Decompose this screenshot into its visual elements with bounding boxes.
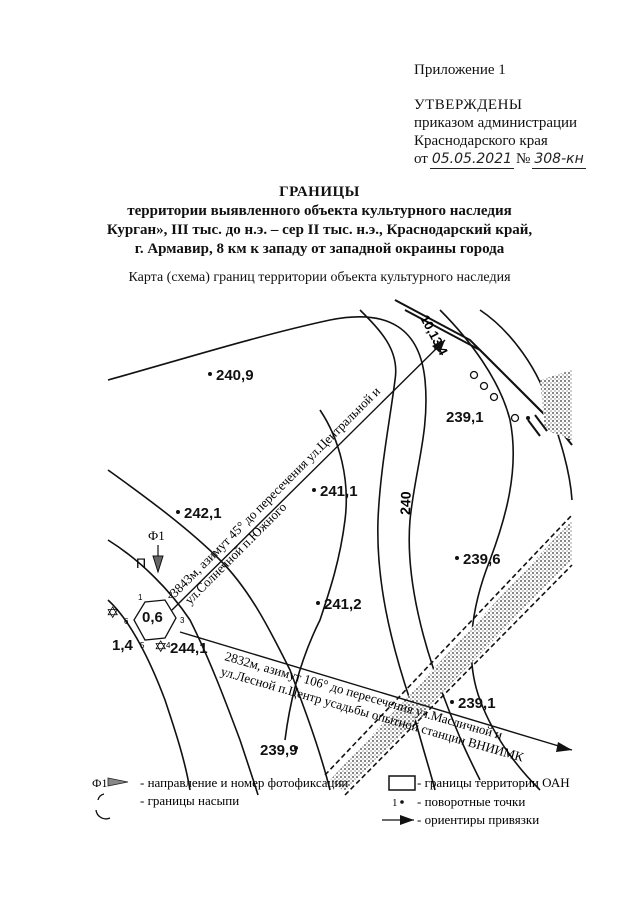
elevation-label: 239,6 [463, 551, 501, 568]
legend-reference-text: - ориентиры привязки [417, 812, 539, 827]
map-caption: Карта (схема) границ территории объекта … [128, 270, 511, 285]
elevation-label: 242,1 [184, 505, 222, 522]
legend-photo-text: - направление и номер фотофиксации [140, 775, 348, 790]
embankment-icon [95, 793, 111, 820]
point-label: 3 [180, 616, 185, 625]
contour-line [107, 469, 331, 791]
elevation-label: 240,9 [216, 367, 254, 384]
road-upper [394, 299, 573, 446]
order-number: 308-кн [532, 151, 586, 169]
point-label: 5 [140, 641, 145, 650]
photo-label: Ф1 [148, 528, 165, 543]
p-label: П [136, 555, 146, 571]
contour-line [107, 539, 259, 796]
legend-point-label: 1 [392, 797, 398, 809]
contour-line [107, 599, 191, 791]
photo-direction-icon [107, 777, 129, 787]
legend: Ф1 - направление и номер фотофиксации - … [92, 775, 570, 827]
turning-point-icon [400, 800, 404, 804]
date-prefix: от [414, 151, 428, 167]
legend-turning-text: - поворотные точки [417, 794, 525, 809]
elevation-label: 239,1 [446, 409, 484, 426]
reference-lines [171, 339, 573, 752]
elevation-label: 239,9 [260, 742, 298, 759]
star-icon: ✡ [106, 605, 119, 622]
elevation-label: 241,2 [324, 596, 362, 613]
road-lower [324, 514, 573, 796]
oan-boundary-icon [388, 775, 416, 791]
approval-line-1: приказом администрации [414, 115, 578, 131]
order-line: от 05.05.2021 № 308-кн [414, 150, 586, 169]
elevation-label: 241,1 [320, 483, 358, 500]
point-label: 2 [168, 591, 173, 600]
approved-heading: УТВЕРЖДЕНЫ [414, 97, 523, 113]
document-title: ГРАНИЦЫ территории выявленного объекта к… [0, 183, 639, 259]
point-label: 1 [138, 593, 143, 602]
contour-line [107, 316, 481, 781]
star-icon: ✡ [154, 639, 167, 656]
title-line-3: г. Армавир, 8 км к западу от западной ок… [134, 241, 505, 257]
elevation-labels: 240,9 239,1 242,1 241,1 239,6 241,2 0,6 … [112, 367, 530, 759]
elevation-label: 244,1 [170, 640, 208, 657]
photo-marker: Ф1 П [136, 528, 165, 574]
contour-line [359, 309, 436, 791]
appendix-label: Приложение 1 [414, 62, 506, 78]
elevation-label: 1,4 [112, 637, 134, 654]
contour-label: 240 [397, 491, 414, 515]
reference-arrow-icon [400, 815, 414, 825]
order-date: 05.05.2021 [429, 151, 515, 169]
legend-photo-label: Ф1 [92, 776, 107, 790]
legend-oan-text: - границы территории ОАН [417, 775, 570, 790]
contour-lines [107, 309, 573, 796]
number-prefix: № [516, 151, 531, 167]
contour-line [284, 409, 348, 741]
approval-block: УТВЕРЖДЕНЫ приказом администрации Красно… [414, 96, 586, 169]
title-main: ГРАНИЦЫ [279, 184, 360, 200]
title-line-2: Курган», III тыс. до н.э. – сер II тыс. … [106, 222, 533, 238]
point-label: 4 [166, 641, 171, 650]
point-label: 6 [124, 617, 129, 626]
approval-line-2: Краснодарского края [414, 133, 548, 149]
object-boundary: 1 2 3 4 5 6 [124, 591, 185, 650]
elevation-label: 239,1 [458, 695, 496, 712]
elevation-label: 0,6 [142, 609, 163, 626]
legend-embankment-text: - границы насыпи [140, 793, 239, 808]
title-line-1: территории выявленного объекта культурно… [127, 203, 512, 219]
